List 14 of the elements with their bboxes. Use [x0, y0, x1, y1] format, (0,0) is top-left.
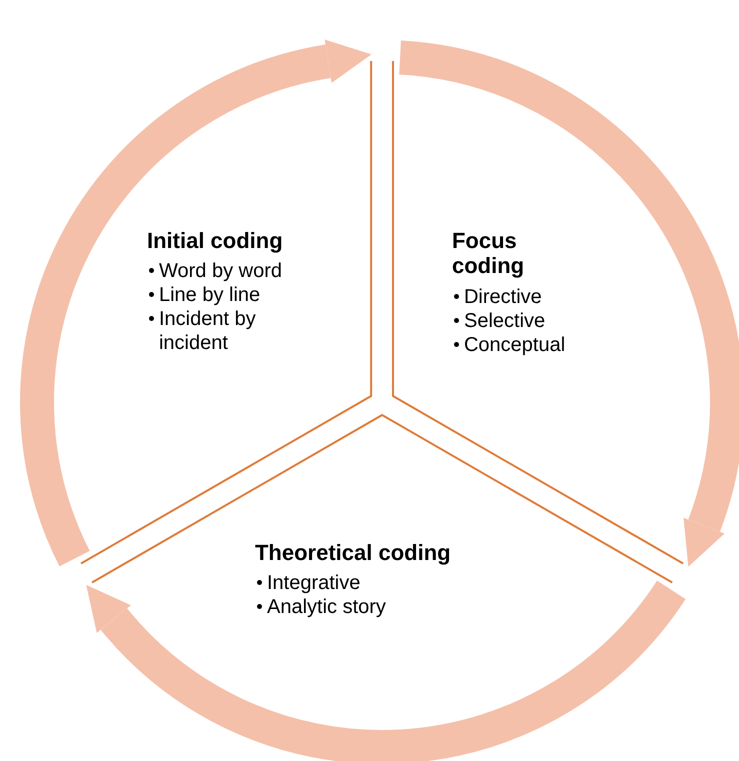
bullet-item: Directive: [452, 284, 580, 309]
section-heading: Initial coding: [146, 228, 284, 254]
bullet-item: Line by line: [146, 283, 297, 308]
curved-arrow: [398, 40, 739, 568]
bullet-item: Conceptual: [452, 332, 580, 357]
bullet-item: Analytic story: [254, 595, 525, 620]
bullet-item: Word by word: [146, 259, 297, 284]
curved-arrow: [84, 580, 685, 761]
bullet-item: Incident by incident: [146, 307, 297, 356]
bullet-item: Selective: [452, 308, 580, 333]
section-heading: Focus coding: [452, 228, 526, 279]
curved-arrow: [20, 40, 371, 566]
bullet-item: Integrative: [254, 571, 525, 596]
section-heading: Theoretical coding: [254, 540, 452, 566]
